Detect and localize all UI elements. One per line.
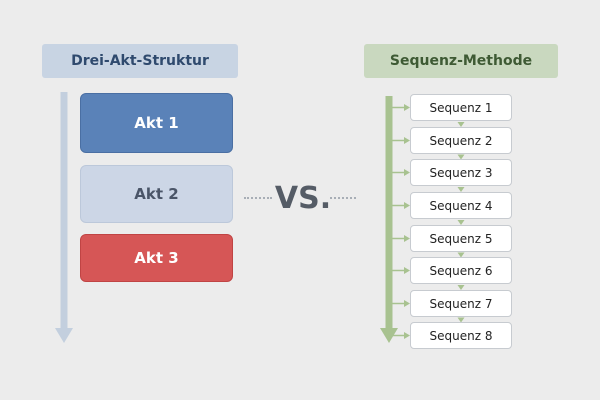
sequence-link-arrow [457, 220, 465, 225]
sequence-3-box: Sequenz 3 [410, 159, 512, 186]
sequence-branch-arrowhead [404, 235, 410, 242]
three-act-header: Drei-Akt-Struktur [42, 44, 238, 78]
sequence-2-box: Sequenz 2 [410, 127, 512, 154]
sequence-link-arrow [457, 317, 465, 323]
sequence-5-box: Sequenz 5 [410, 225, 512, 252]
sequence-8-box: Sequenz 8 [410, 322, 512, 349]
vs-dotted-line-left [244, 197, 272, 202]
act-3-block: Akt 3 [80, 234, 233, 282]
sequence-method-header: Sequenz-Methode [364, 44, 558, 78]
right-timeline-arrowhead [380, 328, 398, 343]
sequence-link-arrow [457, 285, 465, 290]
sequence-link-arrow [457, 252, 465, 258]
sequence-1-box: Sequenz 1 [410, 94, 512, 121]
left-timeline-arrowhead [55, 328, 73, 343]
sequence-branch-arrowhead [404, 202, 410, 209]
sequence-4-box: Sequenz 4 [410, 192, 512, 219]
sequence-connectors [392, 104, 465, 339]
act-2-block: Akt 2 [80, 165, 233, 223]
versus-label: VS. [274, 180, 332, 216]
sequence-link-arrow [457, 187, 465, 192]
sequence-branch-arrowhead [404, 267, 410, 274]
sequence-link-arrow [457, 154, 465, 160]
sequence-7-box: Sequenz 7 [410, 290, 512, 317]
sequence-6-box: Sequenz 6 [410, 257, 512, 284]
sequence-branch-arrowhead [404, 300, 410, 307]
sequence-branch-arrowhead [404, 332, 410, 339]
act-1-block: Akt 1 [80, 93, 233, 153]
vs-dotted-line-right [330, 197, 356, 202]
sequence-branch-arrowhead [404, 169, 410, 176]
sequence-branch-arrowhead [404, 137, 410, 144]
sequence-link-arrow [457, 122, 465, 127]
sequence-branch-arrowhead [404, 104, 410, 111]
